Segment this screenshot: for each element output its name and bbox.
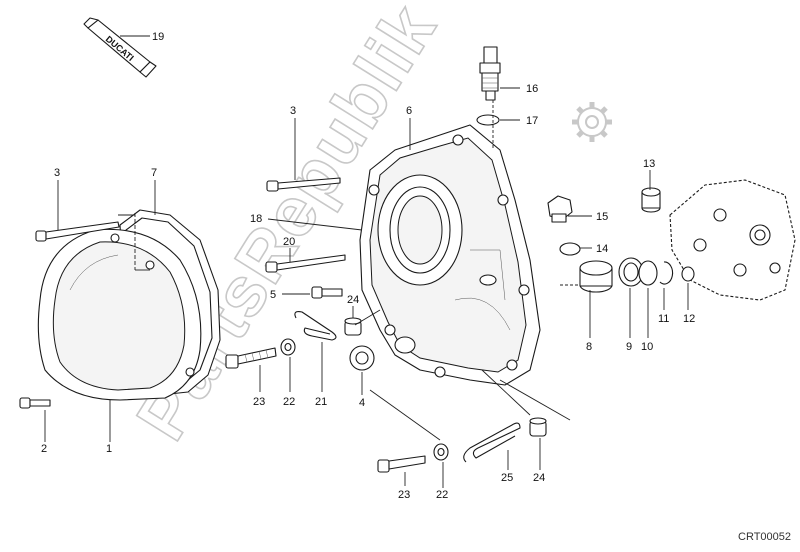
callout-9: 9 — [626, 341, 632, 353]
callout-labels: 19 16 17 3 6 13 7 3 18 15 14 20 5 24 8 9… — [41, 31, 695, 501]
callout-2: 2 — [41, 443, 47, 455]
ring-10 — [638, 260, 658, 286]
screw-2 — [19, 397, 51, 409]
callout-18: 18 — [250, 213, 262, 225]
bushing-24-upper — [344, 317, 362, 336]
oring-14 — [559, 242, 581, 256]
sealant-tube-19: DUCATI — [83, 17, 157, 78]
callout-4: 4 — [359, 397, 365, 409]
callout-1: 1 — [106, 443, 112, 455]
callout-23-lower: 23 — [398, 489, 410, 501]
callout-19: 19 — [152, 31, 164, 43]
callout-17: 17 — [526, 115, 538, 127]
callout-11: 11 — [658, 313, 669, 325]
callout-3-upper: 3 — [290, 105, 296, 117]
oring-12 — [681, 266, 695, 282]
bushing-8 — [579, 260, 613, 293]
gear-icon — [572, 102, 612, 142]
screw-23-upper — [225, 347, 277, 369]
callout-10: 10 — [641, 341, 653, 353]
wire-clip-21 — [294, 311, 337, 341]
callout-22-upper: 22 — [283, 396, 295, 408]
callout-12: 12 — [683, 313, 695, 325]
callout-14: 14 — [596, 243, 608, 255]
callout-25: 25 — [501, 472, 513, 484]
callout-21: 21 — [315, 396, 327, 408]
callout-6: 6 — [406, 105, 412, 117]
callout-20: 20 — [283, 236, 295, 248]
callout-24-upper: 24 — [347, 294, 359, 306]
seal-9 — [618, 257, 644, 287]
plug-15 — [547, 195, 573, 223]
bushing-24-lower — [529, 417, 547, 437]
callout-13: 13 — [643, 158, 655, 170]
pump-housing — [669, 179, 796, 301]
screw-3-left — [35, 221, 120, 242]
callout-5: 5 — [270, 289, 276, 301]
screw-20 — [265, 254, 346, 273]
leader-lines — [44, 35, 689, 488]
wire-clip-25 — [463, 422, 521, 463]
clutch-cover-6 — [359, 124, 541, 386]
sensor-16 — [479, 46, 501, 101]
seal-4 — [349, 345, 375, 371]
callout-16: 16 — [526, 83, 538, 95]
callout-24-lower: 24 — [533, 472, 545, 484]
diagram-code: CRT00052 — [738, 531, 791, 543]
callout-23-upper: 23 — [253, 396, 265, 408]
circlip-11 — [659, 261, 674, 285]
screw-3-upper — [266, 177, 341, 192]
bushing-13 — [641, 187, 661, 213]
screw-5 — [311, 286, 343, 299]
oring-17 — [476, 114, 500, 126]
screw-23-lower — [377, 455, 426, 473]
outer-cover-1 — [37, 228, 202, 401]
callout-22-lower: 22 — [436, 489, 448, 501]
callout-3-left: 3 — [54, 167, 60, 179]
callout-8: 8 — [586, 341, 592, 353]
callout-15: 15 — [596, 211, 608, 223]
callout-7: 7 — [151, 167, 157, 179]
